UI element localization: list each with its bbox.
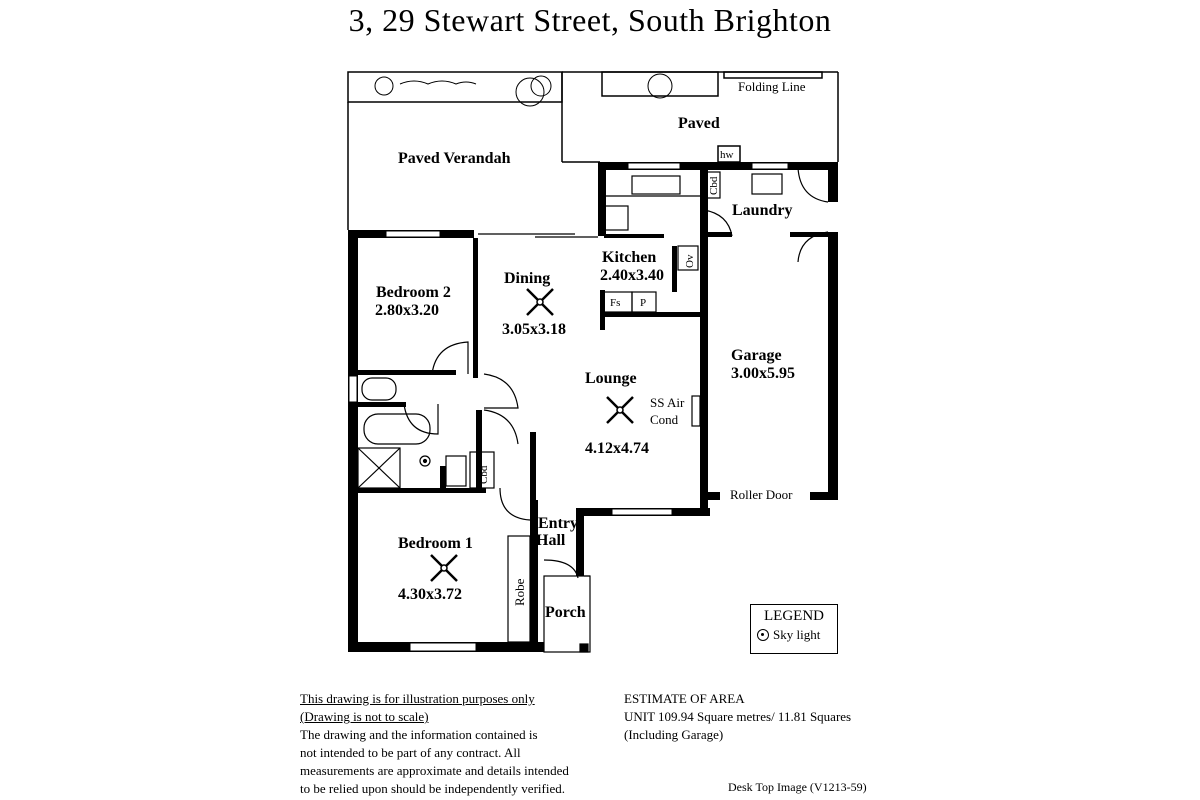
legend-box: LEGEND Sky light xyxy=(750,604,838,654)
ceiling-fan-icon xyxy=(430,288,634,582)
label-ss-air: SS Air xyxy=(650,395,685,410)
area-line-2: (Including Garage) xyxy=(624,727,724,742)
label-fs: Fs xyxy=(610,297,620,309)
page-title: 3, 29 Stewart Street, South Brighton xyxy=(348,2,832,38)
label-laundry: Laundry xyxy=(732,202,792,219)
disclaimer-line-4: not intended to be part of any contract.… xyxy=(300,745,521,760)
shrub-icon xyxy=(374,73,673,107)
label-garage-size: 3.00x5.95 xyxy=(731,365,795,382)
disclaimer: This drawing is for illustration purpose… xyxy=(300,690,569,798)
outline-thin xyxy=(347,71,839,230)
disclaimer-line-1: This drawing is for illustration purpose… xyxy=(300,691,535,706)
label-dining-size: 3.05x3.18 xyxy=(502,321,566,338)
label-paved: Paved xyxy=(678,115,720,132)
legend-item-label: Sky light xyxy=(773,627,821,642)
skylight-icon xyxy=(757,629,769,641)
label-bedroom1: Bedroom 1 xyxy=(398,535,473,552)
area-estimate: ESTIMATE OF AREA UNIT 109.94 Square metr… xyxy=(624,690,851,744)
label-kitchen: Kitchen xyxy=(602,249,656,266)
label-hall: Hall xyxy=(536,532,566,549)
label-kitchen-size: 2.40x3.40 xyxy=(600,267,664,284)
label-dining: Dining xyxy=(504,270,550,287)
label-robe: Robe xyxy=(512,578,527,606)
legend-title: LEGEND xyxy=(764,608,824,624)
footer-credit: Desk Top Image (V1213-59) xyxy=(728,780,867,794)
legend-item: Sky light xyxy=(757,627,837,643)
disclaimer-line-5: measurements are approximate and details… xyxy=(300,763,569,778)
label-bedroom2: Bedroom 2 xyxy=(376,284,451,301)
disclaimer-line-3: The drawing and the information containe… xyxy=(300,727,538,742)
label-folding-line: Folding Line xyxy=(738,79,806,94)
label-porch: Porch xyxy=(545,604,586,621)
label-ov: Ov xyxy=(684,254,696,268)
label-entry: Entry xyxy=(538,515,578,532)
area-line-1: UNIT 109.94 Square metres/ 11.81 Squares xyxy=(624,709,852,724)
label-lounge-size: 4.12x4.74 xyxy=(585,440,649,457)
label-hw: hw xyxy=(720,149,734,161)
label-p: P xyxy=(640,297,646,309)
label-garage: Garage xyxy=(731,347,782,364)
label-bedroom1-size: 4.30x3.72 xyxy=(398,586,462,603)
label-cbd-kitchen: Cbd xyxy=(708,176,720,195)
label-paved-verandah: Paved Verandah xyxy=(398,150,511,167)
interior-walls xyxy=(356,232,830,508)
label-cond: Cond xyxy=(650,412,679,427)
windows xyxy=(348,162,789,652)
label-bedroom2-size: 2.80x3.20 xyxy=(375,302,439,319)
room-labels: Paved Verandah Paved Folding Line hw Cbd… xyxy=(375,79,806,621)
area-heading: ESTIMATE OF AREA xyxy=(624,691,745,706)
label-cbd-hall: Cbd xyxy=(478,465,490,484)
label-lounge: Lounge xyxy=(585,370,637,387)
disclaimer-line-6: to be relied upon should be independentl… xyxy=(300,781,565,796)
disclaimer-line-2: (Drawing is not to scale) xyxy=(300,709,429,724)
fixtures xyxy=(357,167,829,653)
label-roller-door: Roller Door xyxy=(730,487,793,502)
